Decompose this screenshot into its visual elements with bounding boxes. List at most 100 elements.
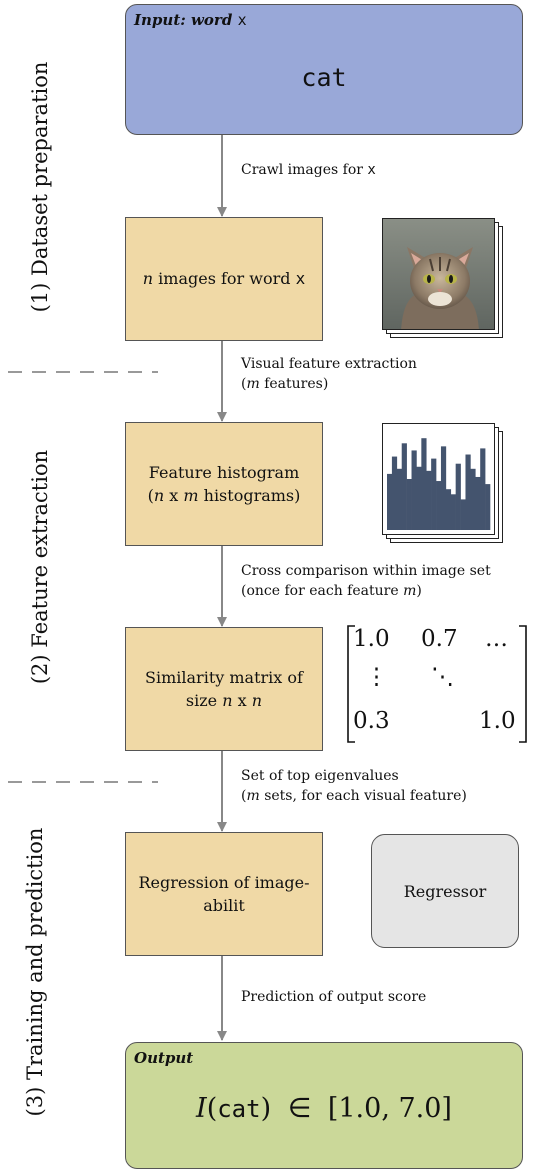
output-formula: I(cat) ∈ [1.0, 7.0] bbox=[196, 1093, 452, 1124]
matrix-right-bracket bbox=[519, 625, 527, 743]
output-func: I bbox=[196, 1093, 207, 1124]
output-rel: ∈ bbox=[287, 1093, 312, 1124]
histogram-bar bbox=[455, 463, 461, 530]
label-crawl: Crawl images for x bbox=[241, 161, 376, 181]
histogram-bar bbox=[391, 456, 398, 530]
matrix-a31: 0.3 bbox=[353, 708, 390, 734]
histogram-bar bbox=[450, 494, 456, 530]
histogram-box: Feature histogram (n x m histograms) bbox=[125, 422, 323, 546]
label-compare-line2: (once for each feature m) bbox=[241, 582, 491, 602]
images-var: x bbox=[295, 269, 306, 289]
histogram-chart bbox=[387, 438, 491, 530]
histogram-bar bbox=[411, 450, 417, 530]
label-eigen-line2: (m sets, for each visual feature) bbox=[241, 787, 467, 804]
regression-line2: abilit bbox=[203, 896, 245, 915]
histogram-bar bbox=[475, 476, 481, 530]
matrix-left-bracket bbox=[347, 625, 355, 743]
label-eigen-m: m bbox=[246, 787, 260, 804]
label-crawl-var: x bbox=[367, 162, 376, 178]
histogram-bar bbox=[460, 499, 466, 530]
label-compare-text: (once for each feature bbox=[241, 582, 404, 599]
similarity-x: x bbox=[232, 691, 252, 710]
label-eigen-text: sets, for each visual feature) bbox=[259, 787, 467, 804]
similarity-line2: size n x n bbox=[145, 689, 303, 712]
label-extract-text: features) bbox=[259, 375, 329, 392]
matrix-a33: 1.0 bbox=[479, 708, 516, 734]
histogram-bar bbox=[387, 473, 393, 530]
label-compare-m: m bbox=[403, 582, 417, 599]
matrix-a12: 0.7 bbox=[421, 626, 458, 652]
output-header: Output bbox=[134, 1049, 194, 1067]
histogram-line2: (n x m histograms) bbox=[147, 486, 301, 505]
matrix-vdots: ⋮ bbox=[365, 664, 388, 690]
regressor-box: Regressor bbox=[371, 834, 519, 948]
histogram-box-text: Feature histogram (n x m histograms) bbox=[148, 461, 301, 507]
histogram-bar bbox=[485, 484, 491, 530]
matrix-a13: … bbox=[485, 626, 508, 652]
regression-line1: Regression of image- bbox=[138, 872, 310, 892]
similarity-box: Similarity matrix of size n x n bbox=[125, 627, 323, 751]
label-eigen-line1: Set of top eigenvalues bbox=[241, 768, 399, 784]
histogram-bar bbox=[396, 468, 403, 530]
histogram-bar bbox=[445, 489, 452, 530]
cat-photo bbox=[382, 218, 495, 330]
label-extract: Visual feature extraction (m features) bbox=[241, 355, 417, 394]
cat-image-stack bbox=[382, 218, 512, 338]
phase-separator-1 bbox=[8, 371, 158, 373]
label-predict: Prediction of output score bbox=[241, 988, 426, 1008]
output-box: Output I(cat) ∈ [1.0, 7.0] bbox=[125, 1042, 523, 1169]
output-range: [1.0, 7.0] bbox=[327, 1093, 452, 1124]
input-word: cat bbox=[301, 63, 347, 92]
label-compare-line1: Cross comparison within image set bbox=[241, 563, 491, 579]
histogram-bar bbox=[470, 468, 476, 530]
histogram-bar bbox=[406, 479, 412, 530]
histogram-tail: histograms) bbox=[198, 486, 301, 505]
histogram-bar bbox=[426, 470, 432, 530]
images-n: n bbox=[142, 269, 154, 289]
similarity-box-text: Similarity matrix of size n x n bbox=[145, 666, 303, 712]
input-header-var: x bbox=[237, 11, 247, 29]
histogram-n: n bbox=[153, 486, 165, 505]
similarity-line1: Similarity matrix of bbox=[145, 667, 303, 687]
similarity-matrix: 1.0 0.7 … ⋮ ⋱ 0.3 1.0 bbox=[345, 624, 531, 744]
histogram-line1: Feature histogram bbox=[148, 462, 300, 482]
similarity-size: size bbox=[185, 691, 223, 710]
regressor-label: Regressor bbox=[403, 881, 487, 901]
histogram-x: x bbox=[164, 486, 184, 505]
images-box-text: n images for word x bbox=[143, 267, 305, 290]
input-header: Input: word x bbox=[134, 11, 247, 29]
histogram-bar bbox=[416, 466, 422, 530]
label-predict-text: Prediction of output score bbox=[241, 989, 427, 1005]
matrix-a11: 1.0 bbox=[353, 626, 390, 652]
label-extract-line2: (m features) bbox=[241, 375, 329, 392]
similarity-n1: n bbox=[222, 691, 233, 710]
matrix-ddots: ⋱ bbox=[431, 664, 454, 690]
histogram-bar bbox=[465, 454, 471, 530]
images-box: n images for word x bbox=[125, 217, 323, 341]
input-box: Input: word x cat bbox=[125, 4, 523, 135]
label-compare-end: ) bbox=[416, 582, 422, 599]
histogram-bar bbox=[440, 446, 447, 530]
label-compare: Cross comparison within image set (once … bbox=[241, 562, 491, 601]
histogram-bar bbox=[480, 448, 486, 530]
histogram-bar bbox=[436, 481, 442, 530]
histogram-m: m bbox=[183, 486, 199, 505]
label-crawl-text: Crawl images for bbox=[241, 162, 363, 178]
hist-card-front bbox=[382, 423, 495, 535]
phase-separator-2 bbox=[8, 781, 158, 783]
output-arg: cat bbox=[217, 1095, 261, 1123]
similarity-n2: n bbox=[251, 691, 263, 710]
histogram-image-stack bbox=[382, 423, 512, 543]
histogram-bar bbox=[421, 438, 427, 530]
cat-illustration bbox=[383, 219, 494, 329]
label-extract-m: m bbox=[246, 375, 260, 392]
input-header-label: Input: word bbox=[134, 11, 233, 29]
label-extract-line1: Visual feature extraction bbox=[241, 356, 417, 372]
histogram-bar bbox=[401, 443, 407, 530]
images-text: images for word bbox=[153, 269, 296, 289]
regression-box: Regression of image- abilit bbox=[125, 832, 323, 956]
histogram-bar bbox=[431, 458, 437, 530]
regression-box-text: Regression of image- abilit bbox=[138, 871, 309, 917]
label-eigen: Set of top eigenvalues (m sets, for each… bbox=[241, 767, 467, 806]
